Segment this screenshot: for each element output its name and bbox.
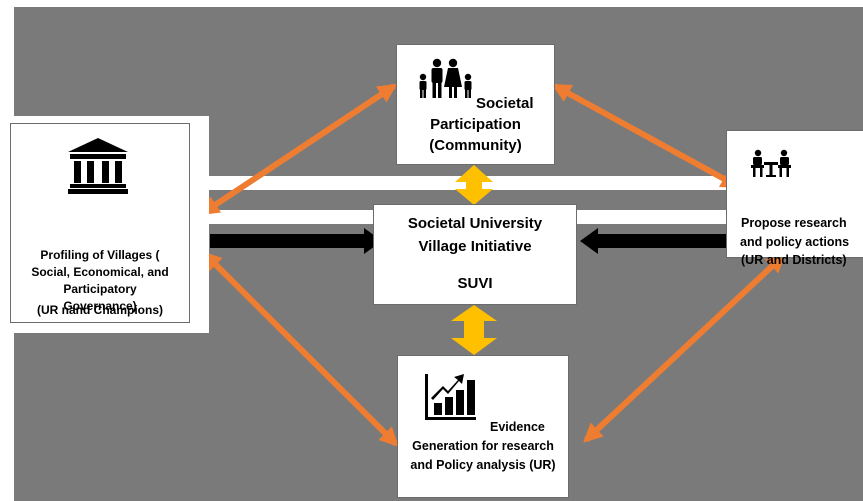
arrow-left-to-center (210, 228, 382, 254)
right-label-line2: and policy actions (740, 235, 850, 249)
top-label-line2: Participation (430, 116, 521, 133)
bottom-label-line3: and Policy analysis (UR) (410, 458, 556, 472)
left-label-line4: Governance) (63, 299, 137, 313)
bar-chart-growth-icon (425, 374, 476, 420)
bottom-label-line1: Evidence (490, 420, 545, 434)
right-label-line1: Propose research (741, 216, 847, 230)
government-building-icon (68, 138, 128, 194)
center-label-line2: Village Initiative (418, 238, 532, 255)
box-societal-participation: Societal Participation (Community) (396, 44, 555, 165)
arrow-top-left (199, 83, 398, 216)
bottom-label-line2: Generation for research (412, 439, 554, 453)
arrow-bottom-left (202, 251, 399, 447)
arrow-top-right (551, 83, 741, 189)
arrow-center-to-bottom (451, 305, 497, 355)
box-suvi: Societal University Village Initiative S… (373, 204, 577, 305)
left-label-line3: Participatory (63, 282, 137, 296)
arrow-bottom-right (583, 253, 786, 443)
top-label-line3: (Community) (429, 137, 522, 154)
box-propose-research: Propose research and policy actions (UR … (726, 130, 863, 267)
meeting-table-icon (751, 149, 791, 177)
left-label-footnote: (UR nand Champions) (37, 303, 163, 317)
left-label-line2: Social, Economical, and (31, 265, 169, 279)
arrow-top-to-center (455, 165, 493, 205)
family-icon (419, 58, 472, 98)
top-label-line1: Societal (476, 95, 534, 112)
left-inner-frame (10, 123, 190, 323)
box-profiling-villages: Profiling of Villages ( Social, Economic… (0, 116, 209, 333)
left-label-line1: Profiling of Villages ( (40, 248, 160, 262)
right-label-line3: (UR and Districts) (741, 253, 847, 267)
center-acronym: SUVI (457, 275, 493, 292)
arrow-right-to-center (580, 228, 728, 254)
center-label-line1: Societal University (407, 215, 543, 232)
box-evidence-generation: Evidence Generation for research and Pol… (397, 355, 569, 498)
